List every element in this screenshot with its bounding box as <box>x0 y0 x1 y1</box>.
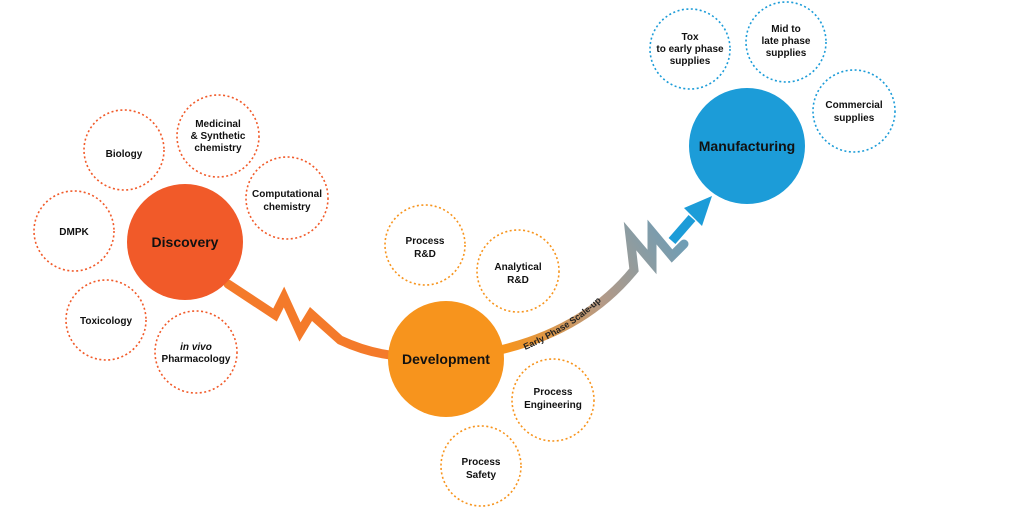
hub-discovery: Discovery <box>127 184 243 300</box>
node-commercial-supplies: Commercial supplies <box>812 69 896 153</box>
svg-text:chemistry: chemistry <box>194 143 242 154</box>
svg-text:R&D: R&D <box>507 275 529 286</box>
hub-development: Development <box>388 301 504 417</box>
hub-manufacturing: Manufacturing <box>689 88 805 204</box>
svg-text:late phase: late phase <box>762 36 811 47</box>
node-toxicology: Toxicology <box>65 279 147 361</box>
connector-label-text: Early Phase Scale-up <box>522 295 603 352</box>
svg-text:Process: Process <box>462 457 501 468</box>
svg-text:Discovery: Discovery <box>152 234 219 250</box>
node-tox-early-phase: Tox to early phase supplies <box>649 8 731 90</box>
svg-text:supplies: supplies <box>670 56 711 67</box>
svg-text:Development: Development <box>402 351 490 367</box>
svg-text:Tox: Tox <box>681 32 698 43</box>
svg-text:Process: Process <box>406 236 445 247</box>
node-dmpk: DMPK <box>33 190 115 272</box>
svg-text:Computational: Computational <box>252 189 322 200</box>
discovery-development-connector <box>223 279 405 361</box>
svg-text:DMPK: DMPK <box>59 227 89 238</box>
arrowhead-icon <box>684 196 712 226</box>
development-manufacturing-connector-end <box>668 215 696 244</box>
svg-text:Analytical: Analytical <box>494 262 541 273</box>
node-process-engineering: Process Engineering <box>511 358 595 442</box>
node-biology: Biology <box>83 109 165 191</box>
svg-text:in vivo: in vivo <box>180 342 212 353</box>
svg-text:R&D: R&D <box>414 249 436 260</box>
svg-text:Mid to: Mid to <box>771 24 800 35</box>
svg-text:Biology: Biology <box>106 149 143 160</box>
svg-text:Commercial: Commercial <box>825 100 882 111</box>
svg-text:& Synthetic: & Synthetic <box>190 131 245 142</box>
svg-text:Engineering: Engineering <box>524 400 582 411</box>
svg-text:Safety: Safety <box>466 470 496 481</box>
svg-text:supplies: supplies <box>834 113 875 124</box>
svg-text:chemistry: chemistry <box>263 202 311 213</box>
node-computational-chemistry: Computational chemistry <box>245 156 329 240</box>
svg-text:to early phase: to early phase <box>656 44 724 55</box>
svg-text:Process: Process <box>534 387 573 398</box>
node-medicinal-chemistry: Medicinal & Synthetic chemistry <box>176 94 260 178</box>
node-process-rd: Process R&D <box>384 204 466 286</box>
node-analytical-rd: Analytical R&D <box>476 229 560 313</box>
svg-text:Pharmacology: Pharmacology <box>162 354 231 365</box>
node-pharmacology: in vivo Pharmacology <box>154 310 238 394</box>
connector-label: Early Phase Scale-up <box>522 295 603 352</box>
svg-text:Manufacturing: Manufacturing <box>699 138 795 154</box>
svg-text:supplies: supplies <box>766 48 807 59</box>
svg-text:Toxicology: Toxicology <box>80 316 132 327</box>
node-mid-late-phase: Mid to late phase supplies <box>745 1 827 83</box>
development-manufacturing-connector <box>495 219 689 355</box>
svg-text:Medicinal: Medicinal <box>195 119 241 130</box>
node-process-safety: Process Safety <box>440 425 522 507</box>
